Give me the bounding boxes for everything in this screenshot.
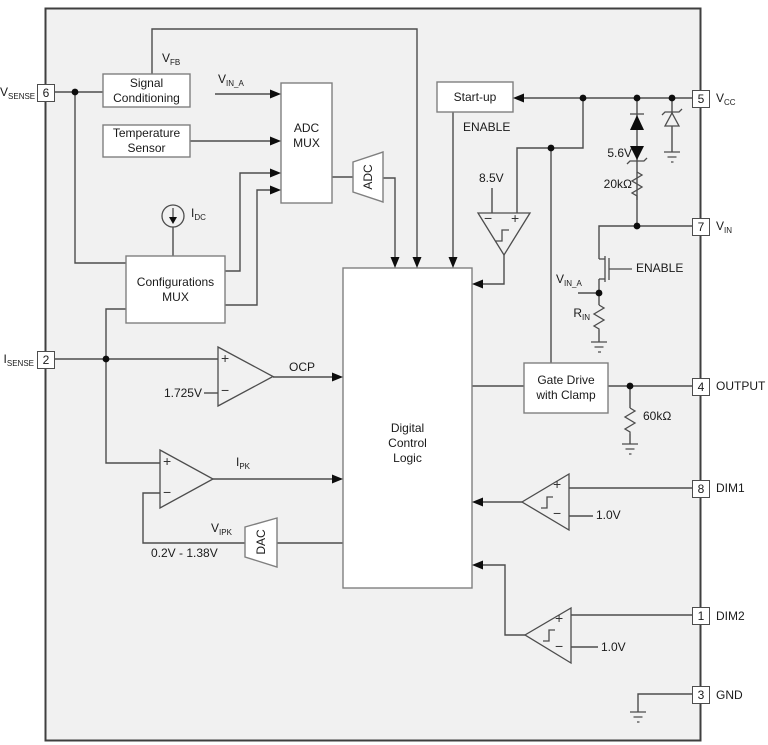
rin-label: RIN	[573, 306, 590, 322]
uvlo-plus: +	[511, 210, 520, 226]
ocp-comparator	[217, 345, 275, 408]
hysteresis-icon	[543, 629, 555, 642]
dac-range-label: 0.2V - 1.38V	[151, 546, 218, 560]
ipk-minus: −	[163, 484, 172, 500]
diode-icon	[630, 113, 644, 130]
wires	[53, 28, 692, 712]
hysteresis-icon	[541, 496, 553, 509]
current-source-icon	[161, 204, 185, 228]
pin-label-gnd: GND	[716, 688, 743, 702]
pin-6-vsense: 6	[37, 84, 55, 102]
adc-trapezoid	[352, 151, 384, 203]
dim2-comparator	[523, 606, 572, 665]
resistor-60k	[623, 407, 637, 434]
ground-icon	[630, 711, 646, 723]
configurations-mux-block	[125, 255, 226, 324]
ipk-plus: +	[163, 453, 172, 469]
pin-label-isense: ISENSE	[3, 352, 34, 368]
ground-icon	[591, 341, 607, 353]
pin-3-gnd: 3	[692, 686, 710, 704]
hysteresis-icon	[495, 229, 509, 242]
pin-5-vcc: 5	[692, 90, 710, 108]
pin-8-dim1: 8	[692, 480, 710, 498]
ipk-comparator	[159, 448, 215, 510]
startup-block	[436, 81, 514, 113]
pin-label-vsense: VSENSE	[0, 85, 36, 101]
dim2-plus: +	[555, 610, 564, 626]
resistor-20k-label: 20kΩ	[603, 177, 632, 191]
dim1-minus: −	[553, 505, 562, 521]
vipk-label: VIPK	[211, 521, 232, 537]
temperature-sensor-block	[102, 124, 191, 158]
pin-label-dim1: DIM1	[716, 481, 745, 495]
pin-label-vin: VIN	[716, 219, 733, 235]
idc-label: IDC	[191, 206, 206, 222]
pin-label-output: OUTPUT	[716, 379, 766, 393]
ground-icon	[622, 443, 638, 455]
arrowheads	[270, 89, 524, 570]
dim1-comparator	[520, 472, 570, 532]
enable-startup-label: ENABLE	[463, 120, 511, 134]
ocp-plus: +	[221, 350, 230, 366]
zener-diode-icon	[626, 146, 648, 165]
resistor-20k	[630, 171, 644, 200]
dim1-plus: +	[553, 476, 562, 492]
dim2-ref-label: 1.0V	[601, 640, 626, 654]
junction-dots	[71, 88, 676, 390]
pin-label-vcc: VCC	[716, 91, 736, 107]
pin-2-isense: 2	[37, 351, 55, 369]
vina-top-label: VIN_A	[218, 72, 244, 88]
zener-clamp-icon	[661, 108, 683, 163]
vfb-label: VFB	[162, 51, 181, 67]
pin-label-dim2: DIM2	[716, 609, 745, 623]
resistor-rin	[592, 304, 606, 330]
vcc-uvlo-comparator	[476, 212, 532, 257]
zener-56v-label: 5.6V	[607, 146, 632, 160]
dim1-ref-label: 1.0V	[596, 508, 621, 522]
enable-gate-label: ENABLE	[636, 261, 684, 275]
dim2-minus: −	[555, 638, 564, 654]
mosfet	[599, 256, 632, 282]
vina-right-label: VIN_A	[556, 272, 582, 288]
ocp-label: OCP	[289, 360, 316, 374]
signal-conditioning-block	[102, 73, 191, 108]
ipk-label: IPK	[236, 455, 251, 471]
adc-mux-block	[280, 82, 333, 204]
uvlo-minus: −	[484, 210, 493, 226]
gate-drive-block	[523, 362, 609, 414]
adc-label: ADC	[360, 164, 375, 190]
ref-85v-label: 8.5V	[479, 171, 504, 185]
ground-icon	[664, 151, 680, 163]
pin-7-vin: 7	[692, 218, 710, 236]
dac-label: DAC	[253, 529, 268, 555]
dac-trapezoid	[244, 517, 278, 568]
pin-4-output: 4	[692, 378, 710, 396]
ocp-minus: −	[221, 382, 230, 398]
resistor-60k-label: 60kΩ	[643, 409, 672, 423]
pin-1-dim2: 1	[692, 607, 710, 625]
digital-control-logic-block	[342, 267, 473, 589]
startup-label: Start-up	[453, 89, 497, 104]
ocp-ref-label: 1.725V	[163, 386, 202, 400]
